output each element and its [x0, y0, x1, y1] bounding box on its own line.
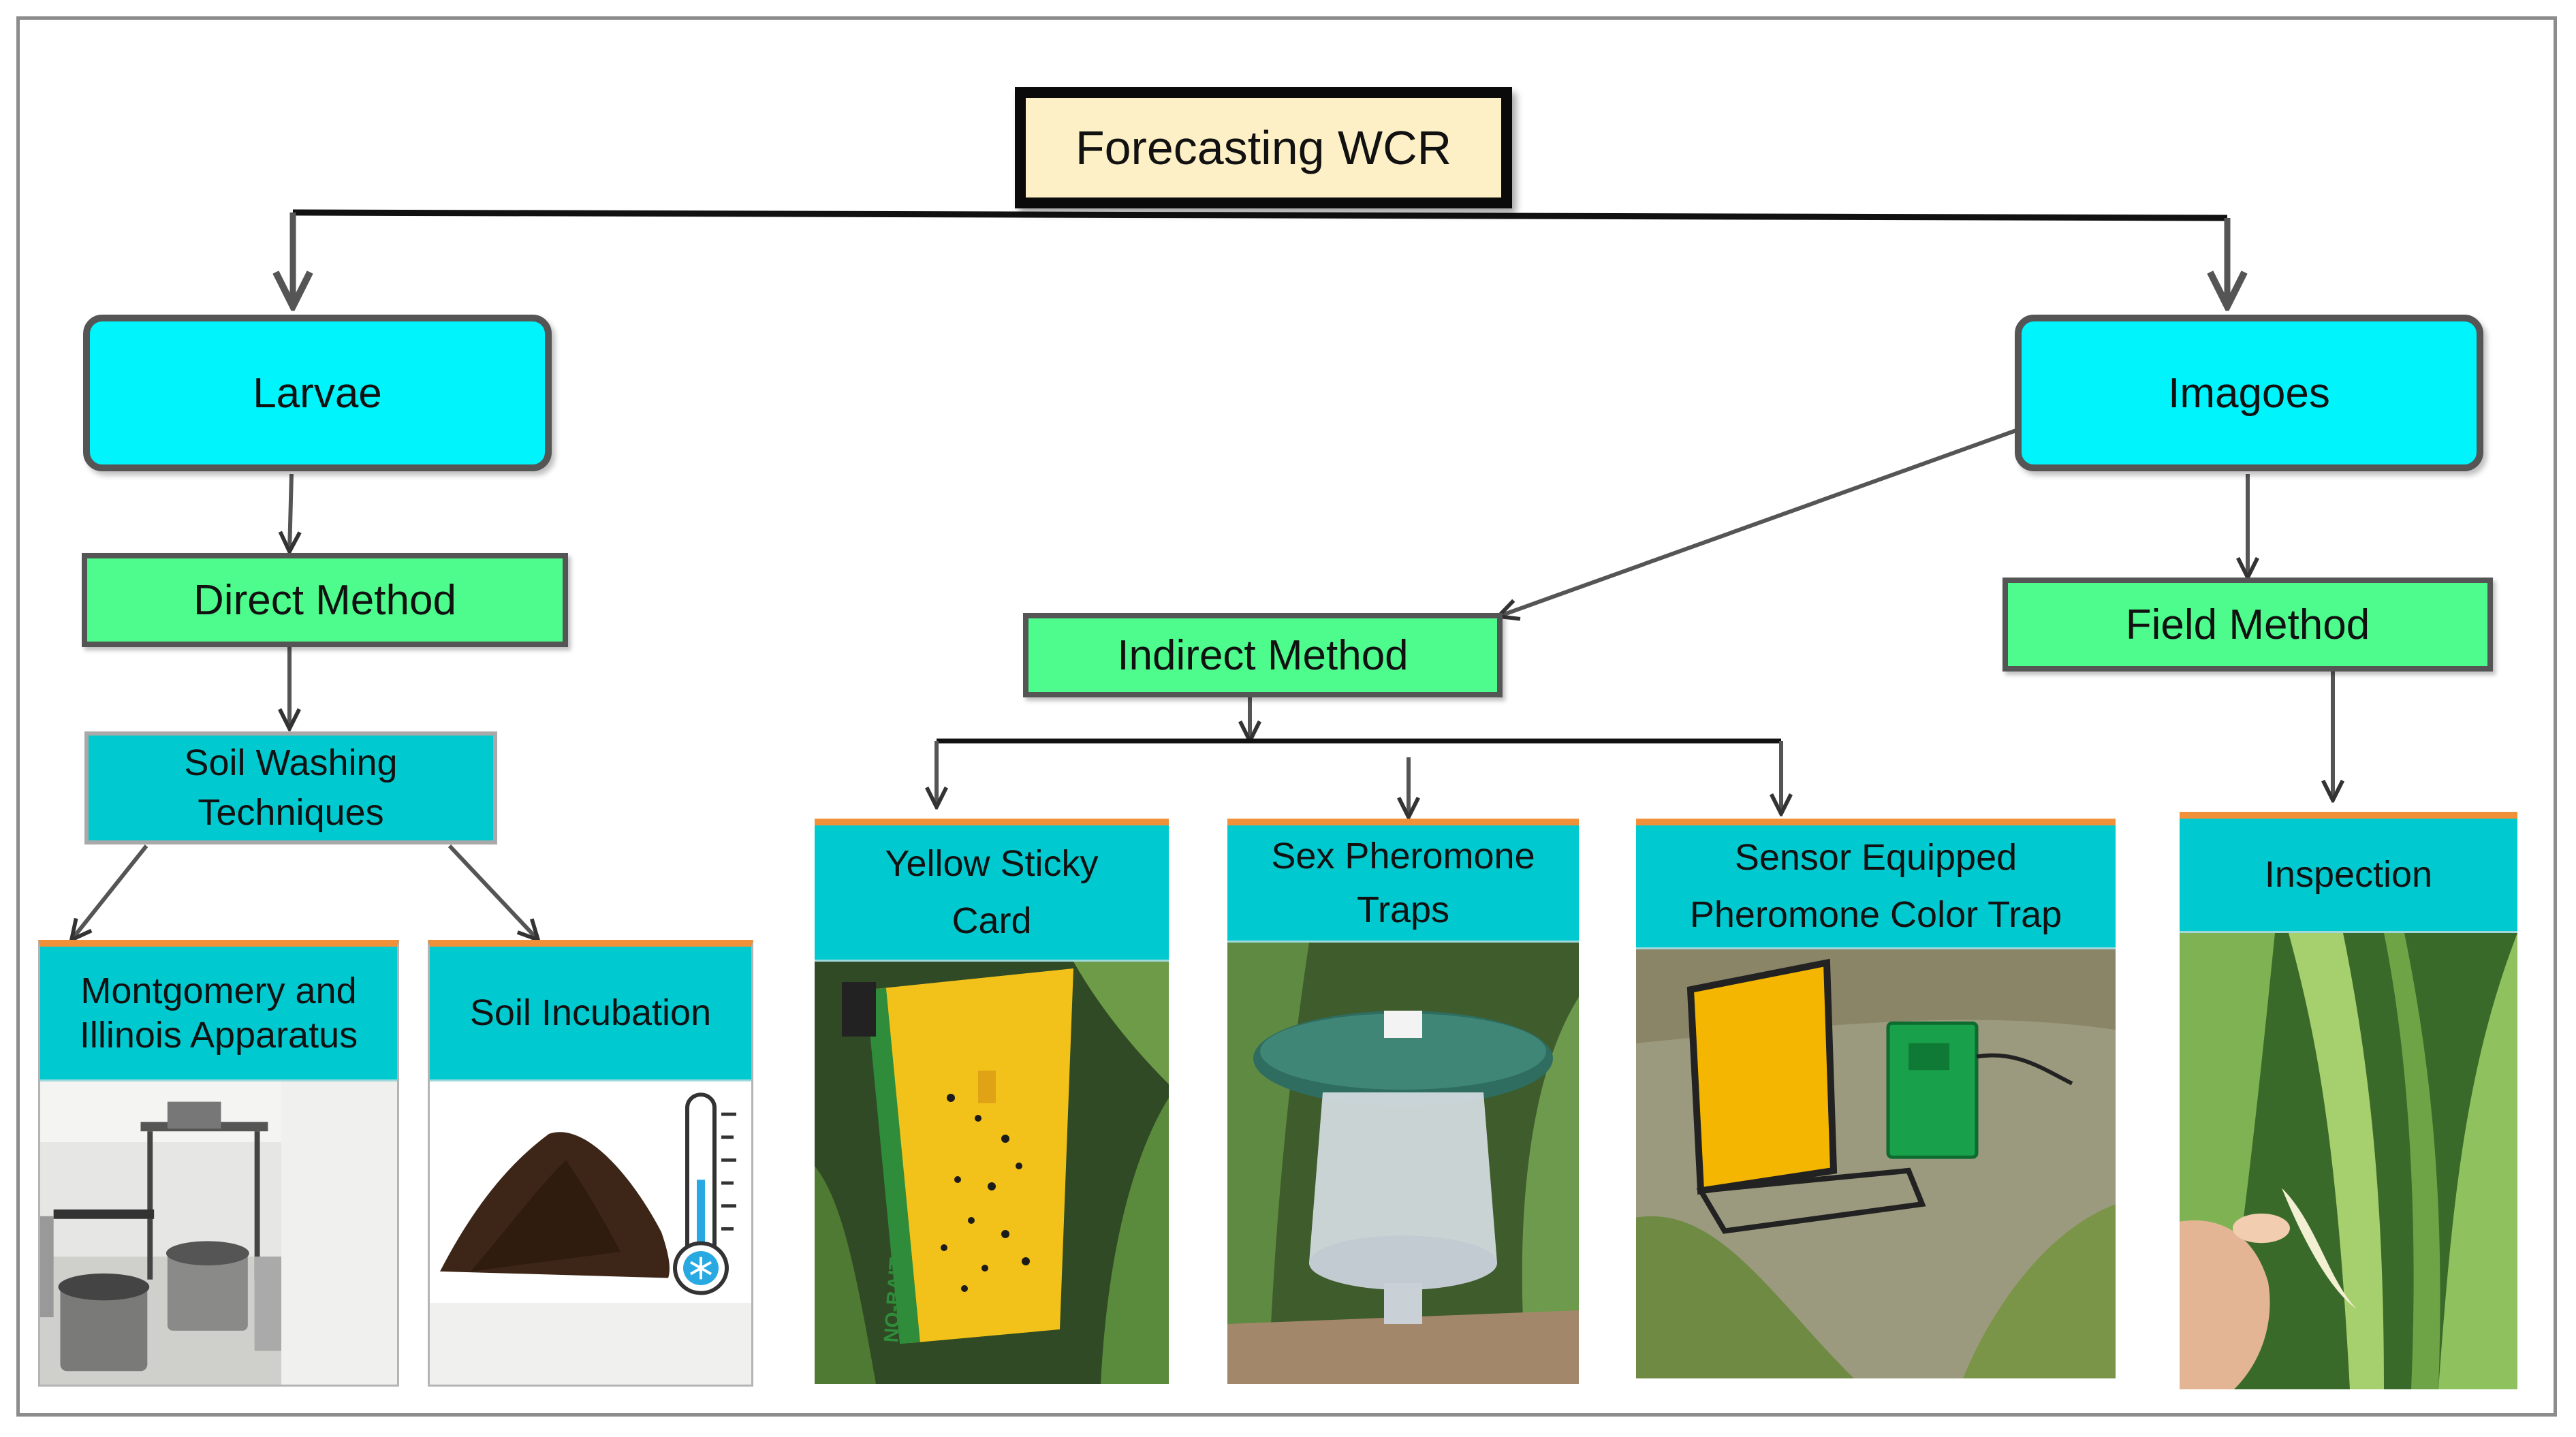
indirect-method-node: Indirect Method	[1023, 613, 1503, 697]
soil-washing-node: Soil Washing Techniques	[84, 731, 497, 844]
card-sex-pheromone-line2: Traps	[1356, 889, 1450, 930]
card-yellow-sticky-title: Yellow Sticky Card	[815, 825, 1169, 962]
thermometer-icon	[673, 1092, 736, 1295]
soil-washing-line2: Techniques	[198, 792, 384, 833]
larvae-label: Larvae	[253, 369, 382, 417]
yellow-sticky-photo: NO-BAIT	[815, 962, 1169, 1384]
card-yellow-sticky: Yellow Sticky Card NO-BAIT	[815, 819, 1169, 1384]
card-sex-pheromone: Sex Pheromone Traps	[1227, 819, 1579, 1384]
indirect-method-label: Indirect Method	[1117, 631, 1409, 679]
card-sensor-trap-line1: Sensor Equipped	[1734, 836, 2017, 878]
card-sex-pheromone-line1: Sex Pheromone	[1271, 836, 1535, 877]
card-sensor-trap: Sensor Equipped Pheromone Color Trap	[1636, 819, 2116, 1378]
larvae-node: Larvae	[83, 315, 552, 471]
inspection-photo	[2180, 933, 2517, 1389]
root-bus-line	[292, 209, 2228, 221]
direct-method-node: Direct Method	[82, 553, 568, 647]
arrow-to-direct	[289, 473, 292, 552]
card-sensor-trap-title: Sensor Equipped Pheromone Color Trap	[1636, 825, 2116, 949]
card-montgomery-title: Montgomery and Illinois Apparatus	[40, 947, 397, 1081]
card-montgomery-line1: Montgomery and	[80, 970, 357, 1011]
apparatus-photo	[40, 1081, 281, 1385]
imagoes-label: Imagoes	[2168, 369, 2330, 417]
card-sensor-trap-line2: Pheromone Color Trap	[1689, 894, 2062, 935]
field-method-node: Field Method	[2002, 578, 2493, 672]
field-method-label: Field Method	[2125, 601, 2370, 648]
card-inspection-line1: Inspection	[2264, 853, 2433, 895]
card-soil-incubation: Soil Incubation	[428, 940, 753, 1387]
imagoes-node: Imagoes	[2015, 315, 2483, 471]
card-inspection: Inspection	[2180, 812, 2517, 1389]
sex-pheromone-photo	[1227, 943, 1579, 1384]
arrow-to-montgomery	[72, 844, 148, 940]
arrow-to-indirect	[1498, 428, 2017, 616]
soil-incubation-photo	[430, 1081, 751, 1303]
root-node: Forecasting WCR	[1015, 87, 1512, 208]
soil-washing-line1: Soil Washing	[184, 742, 398, 784]
direct-method-label: Direct Method	[193, 576, 456, 624]
card-yellow-sticky-line1: Yellow Sticky	[885, 842, 1099, 884]
card-yellow-sticky-line2: Card	[952, 900, 1032, 941]
sensor-trap-photo	[1636, 949, 2116, 1378]
card-inspection-title: Inspection	[2180, 819, 2517, 933]
card-montgomery-line2: Illinois Apparatus	[79, 1014, 358, 1056]
card-montgomery: Montgomery and Illinois Apparatus	[38, 940, 399, 1387]
card-soil-incubation-line1: Soil Incubation	[469, 992, 712, 1033]
root-label: Forecasting WCR	[1075, 121, 1452, 174]
card-sex-pheromone-title: Sex Pheromone Traps	[1227, 825, 1579, 943]
card-soil-incubation-title: Soil Incubation	[430, 947, 751, 1081]
arrow-to-soil-incubation	[447, 844, 538, 940]
